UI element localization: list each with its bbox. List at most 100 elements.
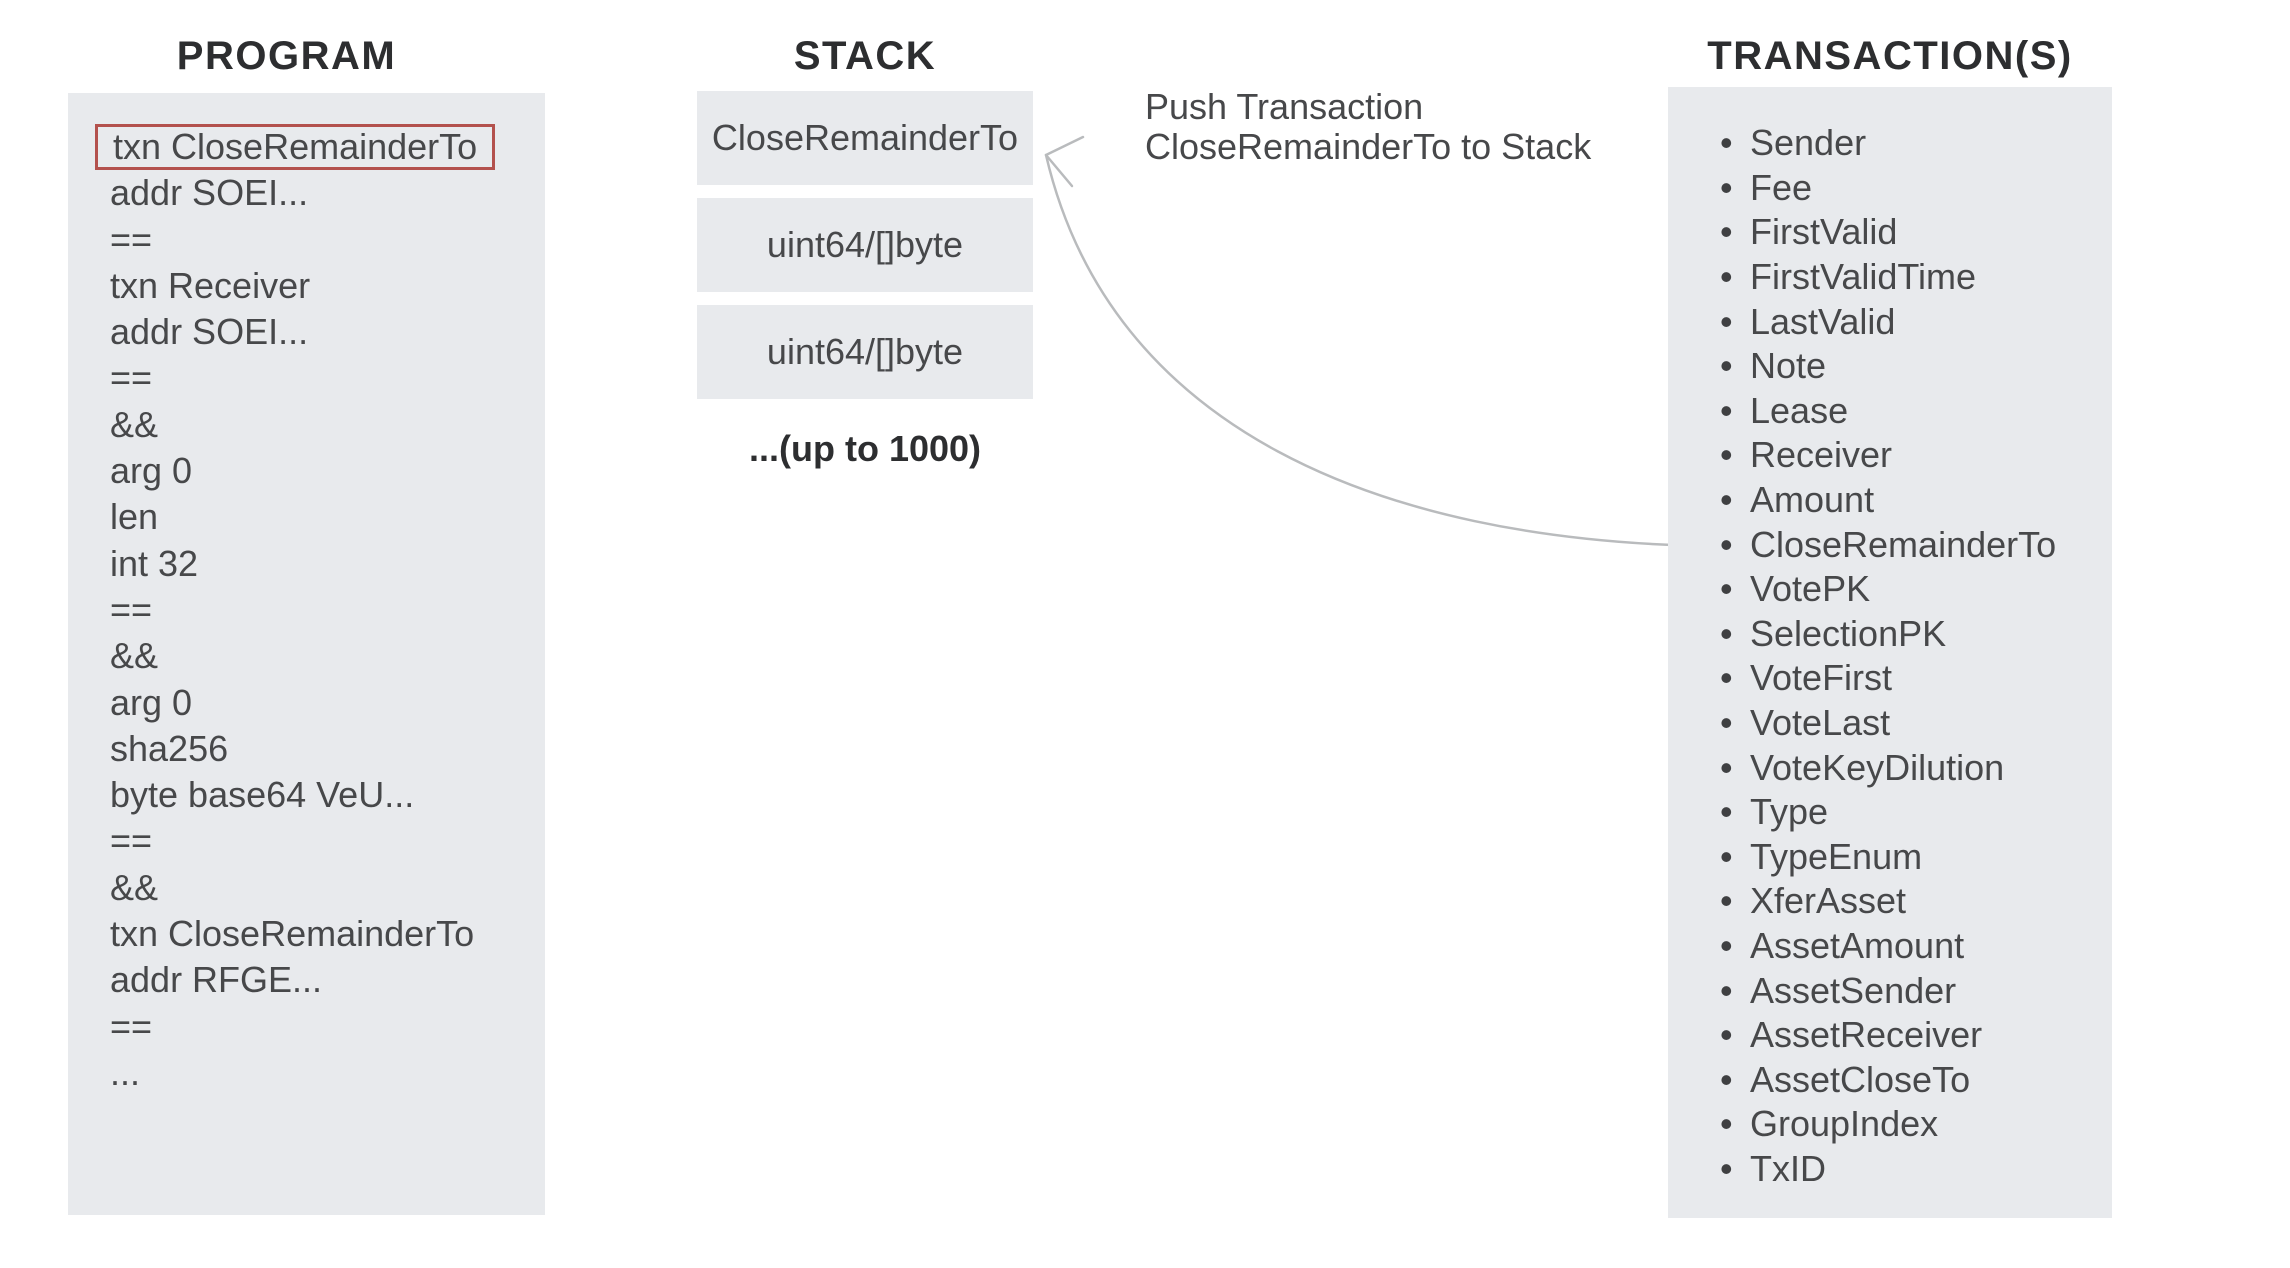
- program-line: arg 0: [110, 681, 193, 723]
- program-line: int 32: [110, 542, 199, 584]
- transaction-field: • VoteLast: [1668, 701, 2112, 746]
- transaction-field: • VoteKeyDilution: [1668, 745, 2112, 790]
- transaction-field-label: FirstValidTime: [1750, 256, 1977, 298]
- transaction-field-label: AssetReceiver: [1750, 1014, 1983, 1056]
- transaction-field: • GroupIndex: [1668, 1102, 2112, 1147]
- program-line: ==: [110, 218, 153, 260]
- transaction-field: • TxID: [1668, 1147, 2112, 1192]
- program-line: addr SOEI...: [110, 172, 309, 214]
- transaction-field-label: AssetSender: [1750, 969, 1957, 1011]
- transaction-field-label: VotePK: [1750, 568, 1871, 610]
- push-annotation: Push Transaction CloseRemainderTo to Sta…: [1145, 87, 1591, 167]
- transaction-field-label: TypeEnum: [1750, 835, 1923, 877]
- bullet-icon: •: [1720, 389, 1733, 431]
- program-line: txn Receiver: [110, 264, 311, 306]
- program-line: ==: [110, 588, 153, 630]
- transaction-field: • AssetReceiver: [1668, 1013, 2112, 1058]
- program-line: ...: [110, 1051, 141, 1093]
- program-panel: txn CloseRemainderTo addr SOEI... == txn…: [68, 93, 545, 1215]
- transaction-field-label: Fee: [1750, 166, 1813, 208]
- transaction-field: • AssetAmount: [1668, 924, 2112, 969]
- bullet-icon: •: [1720, 1014, 1733, 1056]
- program-line: ==: [110, 1005, 153, 1047]
- stack-column-title: STACK: [793, 34, 937, 78]
- transaction-field: • FirstValid: [1668, 210, 2112, 255]
- transaction-field-label: FirstValid: [1750, 211, 1898, 253]
- bullet-icon: •: [1720, 300, 1733, 342]
- transaction-field-label: VoteKeyDilution: [1750, 746, 2005, 788]
- bullet-icon: •: [1720, 746, 1733, 788]
- transaction-field: • AssetSender: [1668, 968, 2112, 1013]
- stack-slot: CloseRemainderTo: [697, 91, 1033, 185]
- bullet-icon: •: [1720, 479, 1733, 521]
- program-column-title: PROGRAM: [176, 34, 397, 78]
- push-annotation-line2: CloseRemainderTo to Stack: [1145, 126, 1592, 167]
- transaction-field-label: Type: [1750, 791, 1829, 833]
- bullet-icon: •: [1720, 657, 1733, 699]
- transaction-field: • Lease: [1668, 389, 2112, 434]
- transaction-field: • VoteFirst: [1668, 656, 2112, 701]
- transaction-field-label: Sender: [1750, 122, 1867, 164]
- bullet-icon: •: [1720, 1103, 1733, 1145]
- bullet-icon: •: [1720, 122, 1733, 164]
- transaction-field: • Sender: [1668, 121, 2112, 166]
- transaction-field-label: Amount: [1750, 479, 1875, 521]
- transaction-field: • Receiver: [1668, 433, 2112, 478]
- bullet-icon: •: [1720, 969, 1733, 1011]
- bullet-icon: •: [1720, 256, 1733, 298]
- program-line: byte base64 VeU...: [110, 774, 415, 816]
- bullet-icon: •: [1720, 434, 1733, 476]
- program-line: &&: [110, 866, 159, 908]
- bullet-icon: •: [1720, 880, 1733, 922]
- highlight-box: txn CloseRemainderTo: [95, 124, 496, 170]
- transaction-field-label: LastValid: [1750, 300, 1896, 342]
- transaction-field-label: AssetAmount: [1750, 924, 1965, 966]
- transaction-field: •VotePK: [1668, 567, 2112, 612]
- transaction-field-label: Note: [1750, 345, 1827, 387]
- bullet-icon: •: [1720, 924, 1733, 966]
- transaction-field: • Note: [1668, 344, 2112, 389]
- transaction-field-label: SelectionPK: [1750, 612, 1947, 654]
- transaction-field: • SelectionPK: [1668, 612, 2112, 657]
- transaction-field-label: CloseRemainderTo: [1750, 523, 2057, 565]
- program-line: sha256: [110, 727, 229, 769]
- transaction-field: • Fee: [1668, 166, 2112, 211]
- push-annotation-line1: Push Transaction: [1145, 86, 1424, 127]
- bullet-icon: •: [1720, 166, 1733, 208]
- program-line: txn CloseRemainderTo: [68, 124, 545, 170]
- program-line: addr SOEI...: [110, 311, 309, 353]
- transaction-field-label: TxID: [1750, 1147, 1826, 1189]
- transaction-field: • Type: [1668, 790, 2112, 835]
- bullet-icon: •: [1720, 345, 1733, 387]
- stack-slot: uint64/[]byte: [697, 198, 1033, 292]
- bullet-icon: •: [1720, 791, 1733, 833]
- bullet-icon: •: [1720, 523, 1733, 565]
- transaction-field-label: AssetCloseTo: [1750, 1058, 1971, 1100]
- program-line: arg 0: [110, 450, 193, 492]
- transaction-field-label: Lease: [1750, 389, 1849, 431]
- transaction-field-label: GroupIndex: [1750, 1103, 1939, 1145]
- program-line: len: [110, 496, 159, 538]
- program-line: txn CloseRemainderTo: [110, 913, 475, 955]
- bullet-icon: •: [1720, 702, 1733, 744]
- program-line: &&: [110, 403, 159, 445]
- transaction-field: • FirstValidTime: [1668, 255, 2112, 300]
- bullet-icon: •: [1720, 612, 1733, 654]
- transactions-panel: • Sender • Fee • FirstValid • FirstValidTime…: [1668, 87, 2112, 1218]
- transaction-field-label: Receiver: [1750, 434, 1893, 476]
- transaction-field: • XferAsset: [1668, 879, 2112, 924]
- stack-capacity-note: ...(up to 1000): [748, 428, 982, 469]
- transaction-field-label: XferAsset: [1750, 880, 1907, 922]
- transaction-field: • LastValid: [1668, 299, 2112, 344]
- program-line: ==: [110, 820, 153, 862]
- program-line: addr RFGE...: [110, 959, 323, 1001]
- program-line: &&: [110, 635, 159, 677]
- stack-slot: uint64/[]byte: [697, 305, 1033, 399]
- bullet-icon: •: [1720, 1147, 1733, 1189]
- transaction-field: • Amount: [1668, 478, 2112, 523]
- transaction-field-label: VoteLast: [1750, 702, 1891, 744]
- transaction-field: •AssetCloseTo: [1668, 1057, 2112, 1102]
- bullet-icon: •: [1720, 211, 1733, 253]
- bullet-icon: •: [1720, 835, 1733, 877]
- transaction-field-label: VoteFirst: [1750, 657, 1893, 699]
